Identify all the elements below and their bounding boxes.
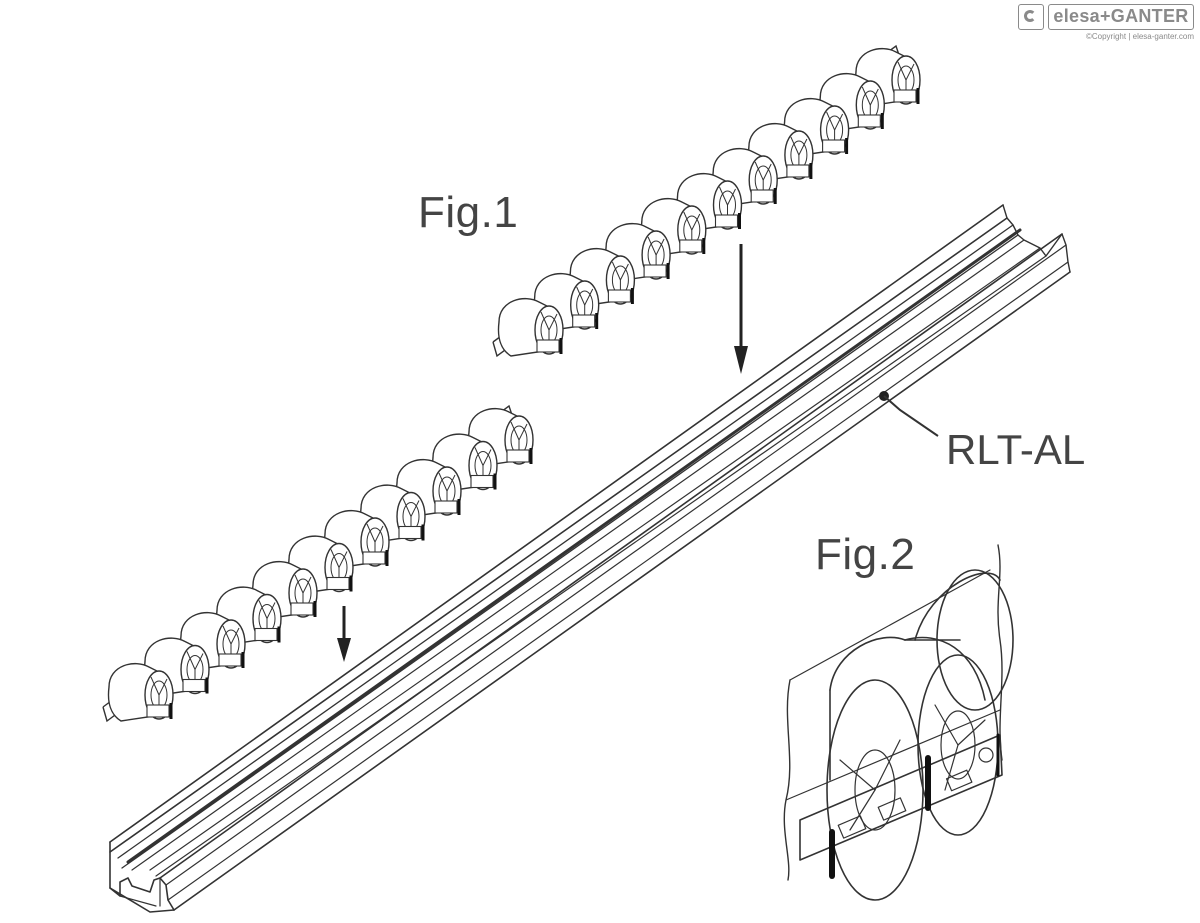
upper-roller xyxy=(640,198,707,257)
upper-roller xyxy=(604,223,671,282)
lower-roller xyxy=(107,663,174,722)
lower-roller-strip xyxy=(102,404,534,723)
upper-roller xyxy=(854,48,921,107)
part-callout-label: RLT-AL xyxy=(946,426,1086,473)
figure-2-label: Fig.2 xyxy=(815,530,916,579)
insertion-arrow-upper xyxy=(734,244,748,374)
lower-roller xyxy=(215,586,282,646)
brand-wordmark: elesa+GANTER xyxy=(1048,4,1194,30)
insertion-arrow-lower xyxy=(337,606,351,662)
callout-leader xyxy=(879,391,939,437)
brand-logo: elesa+GANTER ©Copyright | elesa-ganter.c… xyxy=(1018,4,1194,46)
aluminium-profile-rail xyxy=(109,204,1071,913)
detail-view-fig2 xyxy=(783,544,1014,901)
upper-roller xyxy=(497,298,564,357)
figure-1-label: Fig.1 xyxy=(418,188,519,237)
upper-roller xyxy=(569,248,636,307)
brand-mark-icon xyxy=(1018,4,1044,30)
copyright-note: ©Copyright | elesa-ganter.com xyxy=(1085,32,1194,41)
upper-roller-strip xyxy=(492,44,921,358)
